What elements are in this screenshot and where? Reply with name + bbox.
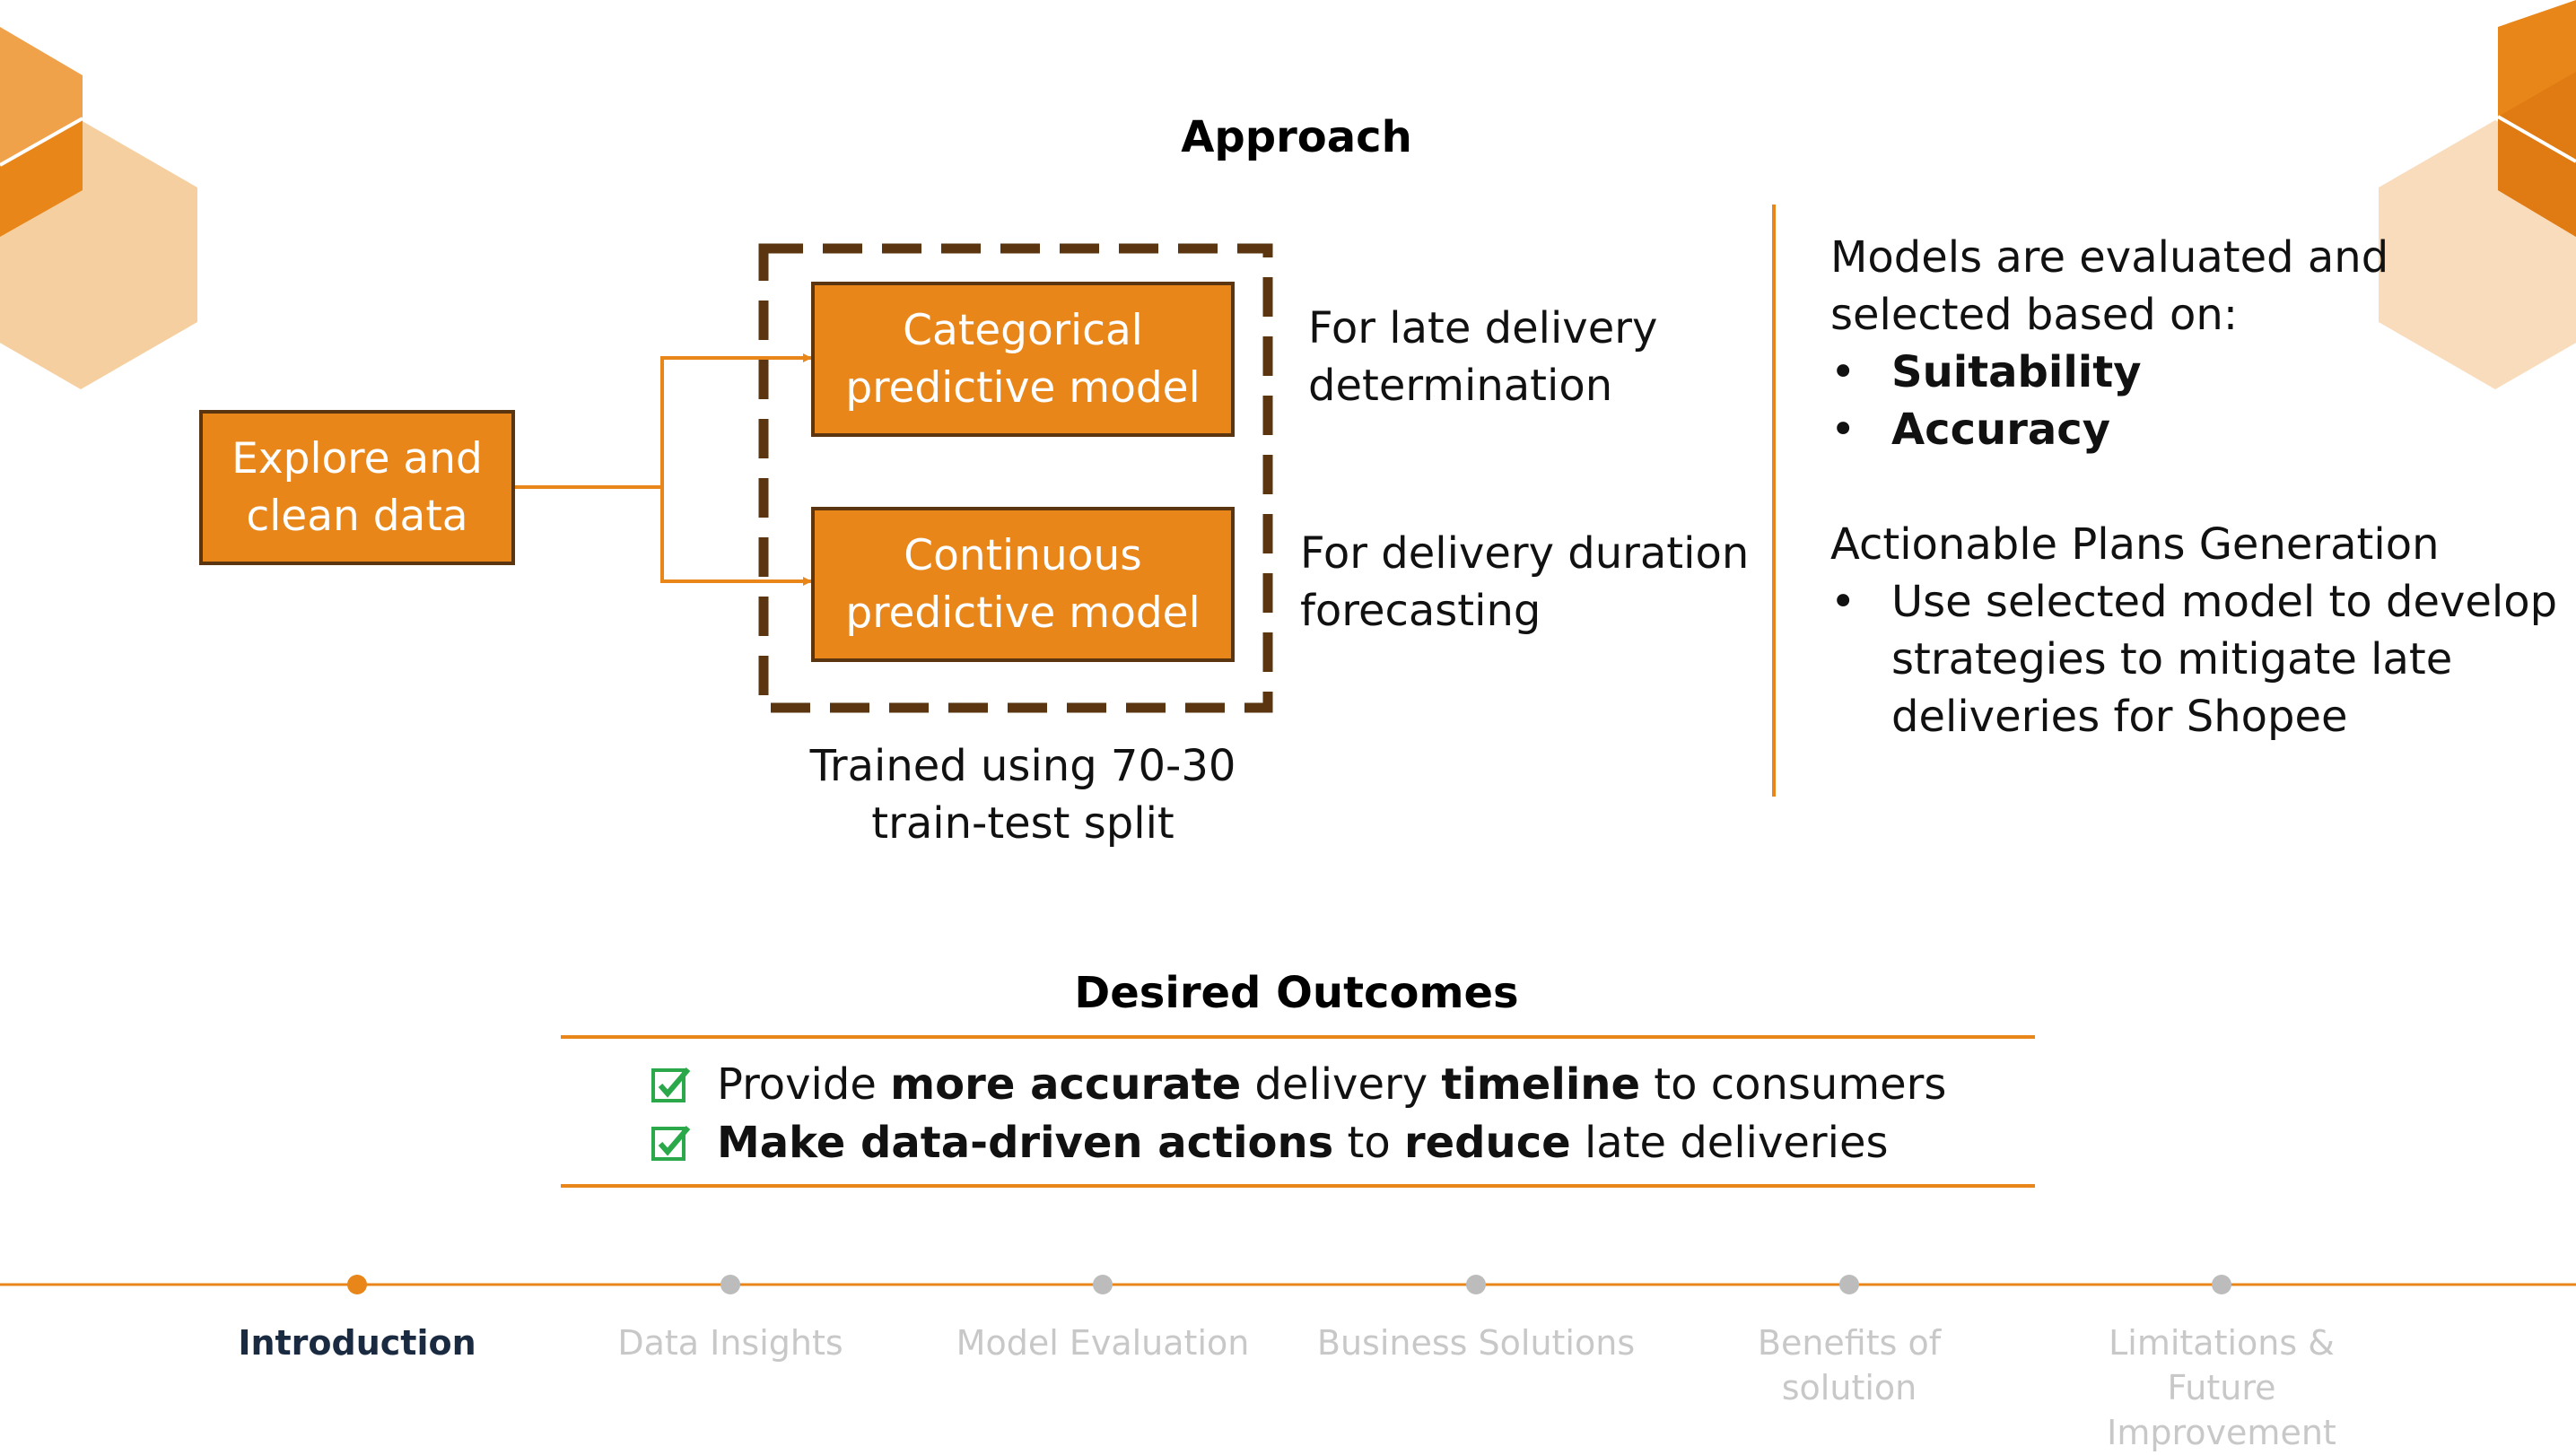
- nav-item-data-insights[interactable]: Data Insights: [617, 1323, 843, 1363]
- continuous-model-box: Continuous predictive model: [811, 507, 1235, 662]
- nav-item-benefits[interactable]: Benefits of solution: [1757, 1323, 1942, 1407]
- nav-item-business-solutions[interactable]: Business Solutions: [1316, 1323, 1636, 1363]
- nav-dot-introduction[interactable]: [347, 1275, 367, 1294]
- evaluation-block: Models are evaluated and selected based …: [1830, 229, 2566, 745]
- hexagon-decoration-left: [0, 27, 197, 389]
- caption-late-delivery: For late delivery determination: [1308, 303, 1658, 411]
- outcome-bold: reduce: [1403, 1118, 1571, 1168]
- nav-item-introduction[interactable]: Introduction: [238, 1323, 476, 1363]
- nav-dot-limitations[interactable]: [2212, 1275, 2231, 1294]
- plans-heading: Actionable Plans Generation: [1830, 519, 2440, 570]
- nav-dot-benefits[interactable]: [1839, 1275, 1859, 1294]
- nav-item-model-evaluation[interactable]: Model Evaluation: [956, 1323, 1250, 1363]
- criterion-accuracy: •Accuracy: [1830, 401, 2566, 458]
- evaluation-intro: Models are evaluated and selected based …: [1830, 232, 2389, 340]
- checkbox-checked-icon: [651, 1067, 691, 1102]
- outcome-text: late deliveries: [1570, 1118, 1889, 1168]
- outcome-text: to: [1333, 1118, 1404, 1168]
- outcomes-title: Desired Outcomes: [1074, 968, 1519, 1018]
- caption-training-split: Trained using 70-30 train-test split: [809, 741, 1236, 849]
- nav-dot-business-solutions[interactable]: [1466, 1275, 1486, 1294]
- nav-item-limitations[interactable]: Limitations & Future Improvement: [2107, 1323, 2336, 1452]
- outcome-bold: more accurate: [890, 1059, 1242, 1110]
- caption-duration: For delivery duration forecasting: [1300, 528, 1750, 636]
- outcome-text: delivery: [1241, 1059, 1442, 1110]
- hexagon-decoration-right: [2379, 0, 2576, 389]
- plans-bullet: •Use selected model to develop strategie…: [1830, 573, 2566, 745]
- criterion-label: Suitability: [1891, 347, 2142, 397]
- outcome-text: Provide: [717, 1059, 891, 1110]
- plans-bullet-text: Use selected model to develop strategies…: [1891, 577, 2558, 742]
- nav-dot-model-evaluation[interactable]: [1093, 1275, 1113, 1294]
- outcome-bold: timeline: [1441, 1059, 1640, 1110]
- categorical-model-box: Categorical predictive model: [811, 282, 1235, 437]
- explore-clean-data-box: Explore and clean data: [199, 410, 515, 565]
- outcome-row-2: Make data-driven actions to reduce late …: [651, 1114, 1889, 1172]
- outcome-row-1: Provide more accurate delivery timeline …: [651, 1056, 1946, 1113]
- criterion-label: Accuracy: [1891, 405, 2111, 455]
- model-group-dashed-frame: [758, 243, 1273, 713]
- approach-title: Approach: [1181, 112, 1412, 162]
- outcome-text: to consumers: [1640, 1059, 1947, 1110]
- criterion-suitability: •Suitability: [1830, 344, 2566, 401]
- checkbox-checked-icon: [651, 1126, 691, 1161]
- nav-dot-data-insights[interactable]: [720, 1275, 740, 1294]
- outcome-bold: Make data-driven actions: [717, 1118, 1334, 1168]
